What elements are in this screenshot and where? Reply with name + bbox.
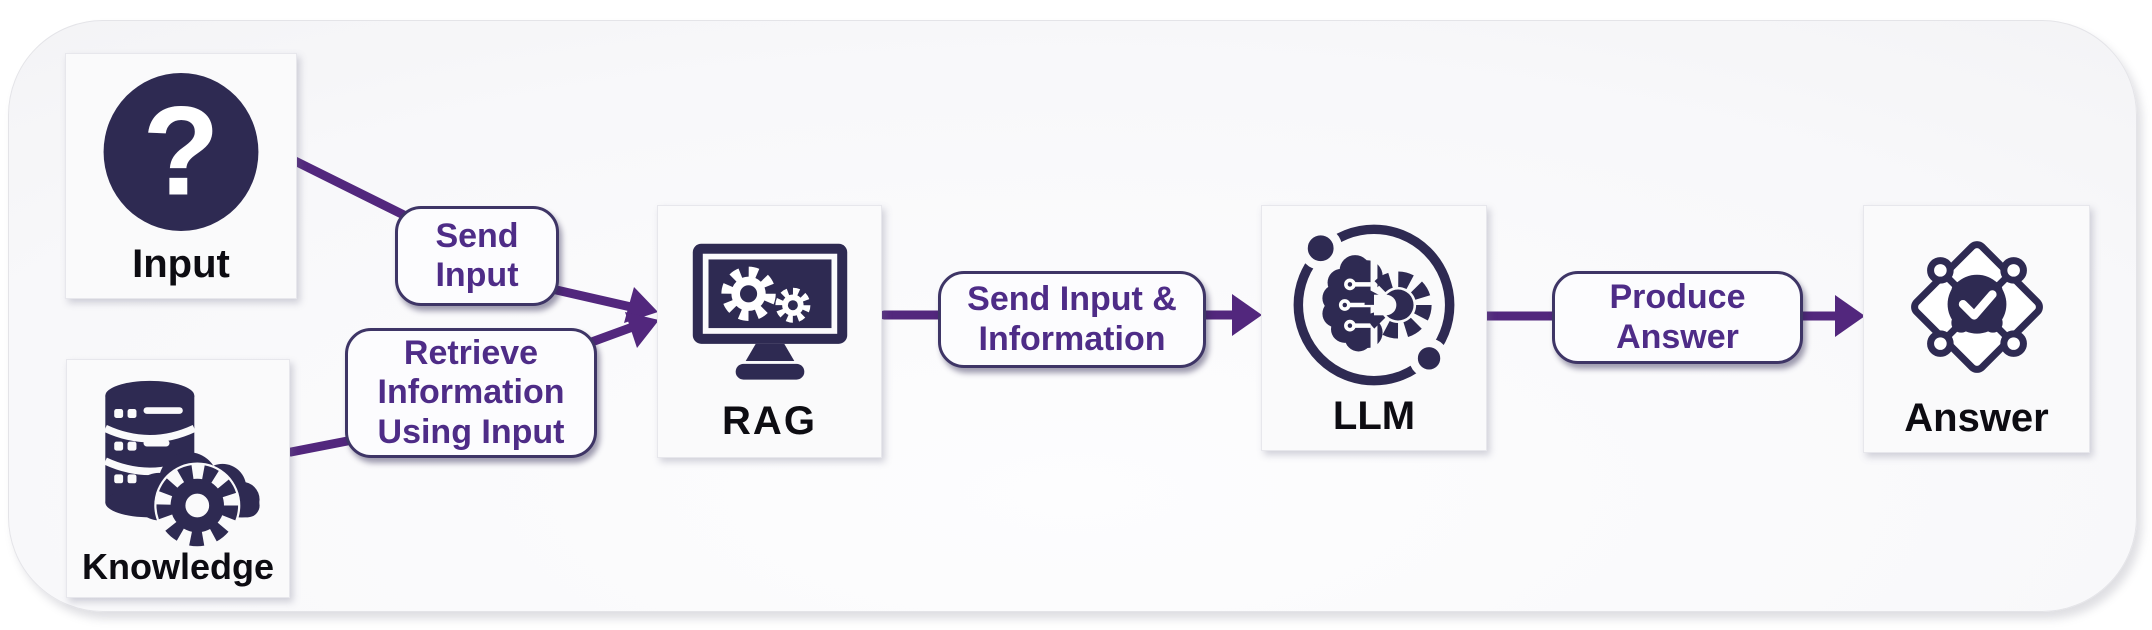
- node-label-knowledge: Knowledge: [81, 546, 274, 587]
- question-glyph: ?: [142, 81, 219, 222]
- arrowhead-into-rag-lower: [625, 312, 659, 348]
- node-label-rag: RAG: [722, 399, 817, 443]
- node-card-rag: RAG: [657, 205, 882, 458]
- brain-gear-icon: [1288, 214, 1460, 396]
- database-gear-icon: [80, 366, 276, 549]
- arrowhead-into-answer: [1835, 295, 1865, 337]
- edge-label-retrieve-information: Retrieve Information Using Input: [345, 328, 597, 458]
- puzzle-check-icon: [1893, 216, 2061, 398]
- node-card-answer: Answer: [1863, 205, 2090, 453]
- node-card-knowledge: Knowledge: [66, 359, 290, 598]
- node-label-llm: LLM: [1332, 394, 1416, 438]
- arrowhead-into-llm: [1232, 294, 1262, 336]
- question-icon: ?: [102, 60, 260, 244]
- edge-label-send-input: Send Input: [395, 206, 559, 306]
- node-label-answer: Answer: [1904, 396, 2049, 440]
- node-card-llm: LLM: [1261, 205, 1487, 451]
- node-card-input: ? Input: [65, 53, 297, 299]
- node-label-input: Input: [132, 242, 230, 286]
- edge-label-produce-answer: Produce Answer: [1552, 271, 1803, 364]
- edge-label-send-input-information: Send Input & Information: [938, 271, 1206, 368]
- monitor-gears-icon: [684, 218, 856, 401]
